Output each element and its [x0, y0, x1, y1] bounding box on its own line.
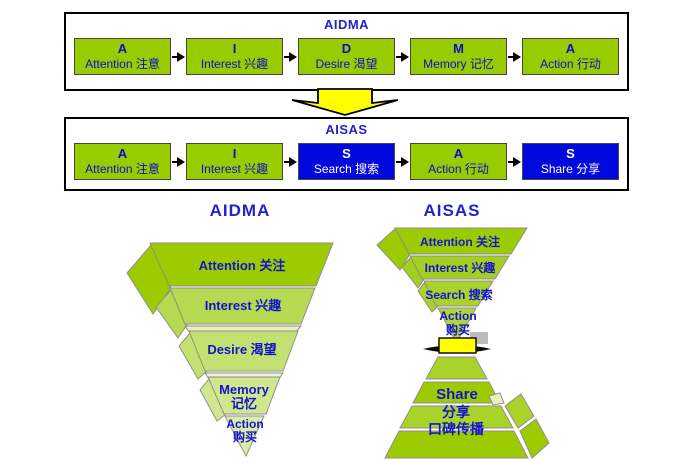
hourglass-layer4-label: Action: [439, 309, 476, 323]
funnel-layer2-shape: [169, 287, 316, 325]
flow-step-share: S Share 分享: [522, 143, 619, 180]
arrow-right-icon: [508, 156, 521, 167]
step-letter: S: [342, 145, 351, 161]
funnel-layer5-label: Action: [226, 417, 263, 431]
aisas-flow-panel: AISAS A Attention 注意 I Interest 兴趣 S Sea…: [64, 117, 629, 191]
hourglass-layer2-shape: [409, 255, 510, 280]
funnel-right-title: AISAS: [424, 201, 481, 220]
step-letter: A: [117, 145, 128, 161]
step-letter: I: [232, 145, 237, 161]
step-label: Desire 渴望: [315, 57, 378, 72]
funnel-left-title: AIDMA: [210, 201, 271, 220]
aisas-flow-row: A Attention 注意 I Interest 兴趣 S Search 搜索…: [66, 141, 627, 180]
step-letter: S: [566, 145, 575, 161]
funnel-layer1-label: Attention 关注: [199, 258, 286, 273]
step-letter: A: [453, 145, 464, 161]
pyramid-lid: [488, 392, 505, 406]
arrow-right-icon: [508, 51, 521, 62]
funnel-layer2-label: Interest 兴趣: [205, 298, 283, 313]
step-label: Attention 注意: [85, 162, 160, 177]
step-label: Share 分享: [540, 162, 601, 177]
funnel-layer1-shape: [149, 242, 334, 287]
flow-step-action: A Action 行动: [410, 143, 507, 180]
pyramid-share-label3: 口碑传播: [428, 421, 485, 437]
step-label: Attention 注意: [85, 57, 160, 72]
hourglass-layer4-label2: 购买: [446, 322, 470, 337]
aisas-flow-title: AISAS: [325, 122, 368, 137]
aidma-flow-panel: AIDMA A Attention 注意 I Interest 兴趣 D Des…: [64, 12, 629, 91]
step-letter: A: [565, 40, 576, 56]
funnel-layer4-shape: [207, 376, 281, 415]
flow-step-attention: A Attention 注意: [74, 38, 171, 75]
step-letter: M: [453, 40, 464, 56]
flow-step-action: A Action 行动: [522, 38, 619, 75]
step-label: Interest 兴趣: [200, 57, 269, 72]
arrow-right-icon: [172, 156, 185, 167]
hourglass-layer1-shape: [394, 227, 528, 255]
step-label: Search 搜索: [313, 162, 380, 177]
pyramid-layer3-shape: [399, 405, 514, 429]
pyramid-flap: [504, 393, 535, 429]
pyramid-share-label: Share: [436, 386, 478, 403]
hourglass-layer3-shape: [423, 280, 494, 307]
hourglass-layer2-label: Interest 兴趣: [425, 260, 497, 275]
funnel-layer4-label: Memory: [219, 382, 270, 397]
hourglass-layer3-label: Search 搜索: [425, 287, 492, 302]
flow-step-attention: A Attention 注意: [74, 143, 171, 180]
arrow-right-icon: [396, 156, 409, 167]
waist-yellow-block: [438, 337, 477, 354]
aidma-funnel: Attention 关注 Interest 兴趣 Desire 渴望 Memor…: [126, 242, 334, 458]
step-letter: A: [117, 40, 128, 56]
flow-step-search: S Search 搜索: [298, 143, 395, 180]
step-label: Action 行动: [540, 57, 601, 72]
aisas-hourglass: Attention 关注 Interest 兴趣 Search 搜索 Actio…: [376, 227, 550, 459]
step-label: Interest 兴趣: [200, 162, 269, 177]
step-label: Action 行动: [428, 162, 489, 177]
funnel-layer3-label: Desire 渴望: [207, 342, 276, 357]
arrow-right-icon: [396, 51, 409, 62]
step-letter: I: [232, 40, 237, 56]
pyramid-layer4-shape: [384, 430, 529, 459]
flow-step-interest: I Interest 兴趣: [186, 143, 283, 180]
arrow-right-icon: [172, 51, 185, 62]
pyramid-share-label2: 分享: [442, 404, 470, 420]
hourglass-layer1-label: Attention 关注: [420, 234, 500, 249]
arrow-right-icon: [284, 51, 297, 62]
funnel-layer5-label2: 购买: [233, 429, 257, 444]
funnel-layer3-shape: [188, 330, 299, 372]
flow-step-memory: M Memory 记忆: [410, 38, 507, 75]
pyramid-layer1-shape: [425, 356, 488, 380]
pyramid-flap: [519, 418, 550, 459]
down-arrow-icon: [291, 88, 399, 116]
aidma-flow-row: A Attention 注意 I Interest 兴趣 D Desire 渴望…: [66, 36, 627, 75]
step-letter: D: [341, 40, 352, 56]
arrow-right-icon: [284, 156, 297, 167]
flow-step-desire: D Desire 渴望: [298, 38, 395, 75]
flow-step-interest: I Interest 兴趣: [186, 38, 283, 75]
aidma-flow-title: AIDMA: [323, 17, 370, 32]
funnel-layer5-shape: [224, 415, 265, 458]
step-label: Memory 记忆: [423, 57, 494, 72]
funnel-layer4-label2: 记忆: [231, 396, 257, 411]
